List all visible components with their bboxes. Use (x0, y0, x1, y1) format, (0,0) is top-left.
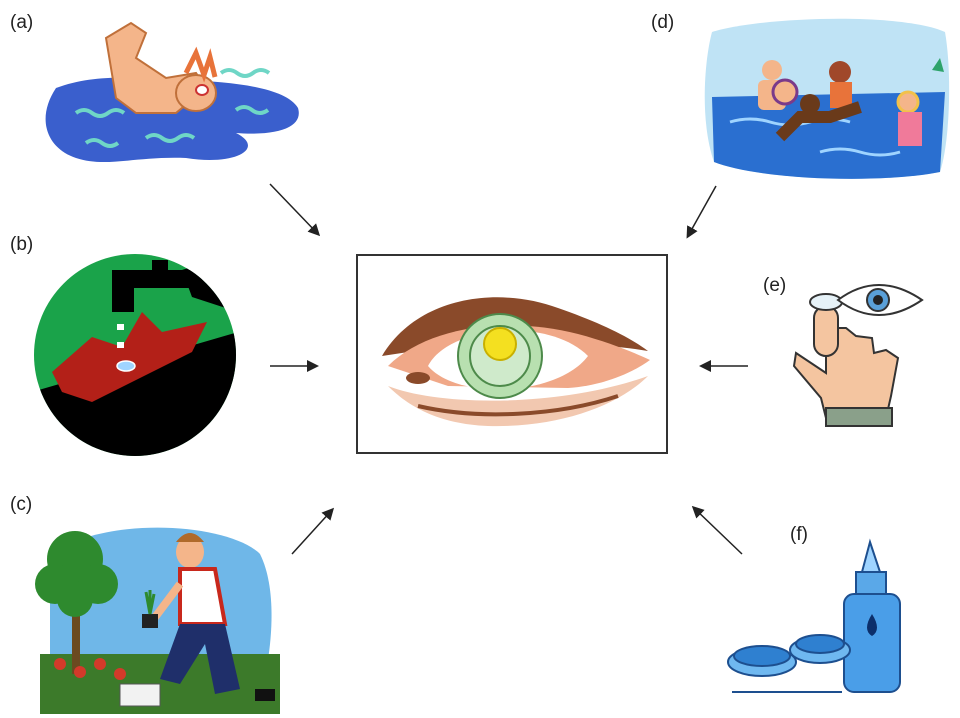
arrow-a (270, 184, 318, 234)
arrow-c (292, 510, 332, 554)
arrow-d (688, 186, 716, 236)
arrow-f (694, 508, 742, 554)
